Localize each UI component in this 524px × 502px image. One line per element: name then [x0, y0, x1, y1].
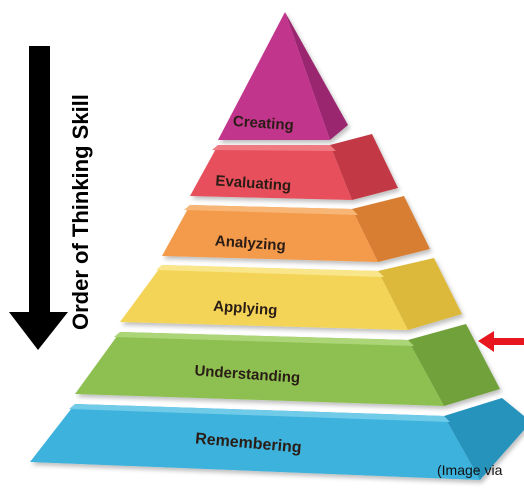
tier-side-face [285, 12, 348, 140]
tier-understanding: Understanding [75, 324, 500, 406]
tier-creating: Creating [218, 12, 348, 140]
tier-front-face [75, 332, 444, 406]
axis-label: Order of Thinking Skill [68, 94, 93, 330]
tier-top-highlight [184, 205, 358, 215]
tier-evaluating: Evaluating [190, 134, 398, 200]
tier-side-face [378, 258, 462, 330]
tier-front-face [218, 12, 330, 140]
tier-side-face [444, 398, 524, 480]
tier-front-face [120, 265, 408, 330]
order-direction-arrow [9, 46, 68, 350]
tier-analyzing: Analyzing [162, 196, 430, 262]
tier-side-face [408, 324, 500, 406]
tier-top-highlight [156, 265, 384, 277]
tier-label-creating: Creating [232, 113, 294, 134]
tier-remembering: Remembering [30, 398, 524, 480]
tier-front-face [30, 404, 480, 480]
tier-label-applying: Applying [213, 298, 278, 319]
tier-top-highlight [212, 145, 336, 151]
tier-top-highlight [69, 404, 450, 422]
tier-label-analyzing: Analyzing [214, 233, 286, 255]
red-indicator-arrow [478, 331, 524, 352]
tier-side-face [352, 196, 430, 262]
tier-front-face [162, 205, 378, 262]
tier-label-evaluating: Evaluating [215, 172, 292, 194]
tier-top-highlight [114, 332, 414, 346]
tier-side-face [330, 134, 398, 200]
tier-front-face [190, 145, 352, 200]
tier-applying: Applying [120, 258, 462, 330]
image-credit: (Image via [437, 462, 503, 478]
